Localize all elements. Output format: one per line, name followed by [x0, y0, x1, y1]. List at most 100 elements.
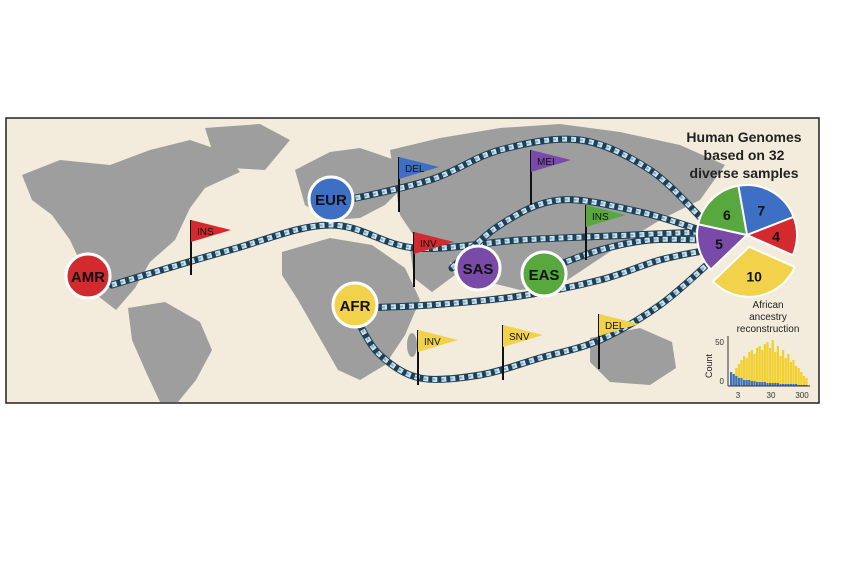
- hist-bar-blue: [792, 384, 795, 386]
- hist-bar-yellow: [782, 350, 785, 386]
- population-label: EUR: [315, 192, 347, 209]
- flag-label: SNV: [509, 332, 530, 343]
- population-label: AFR: [340, 298, 371, 315]
- north-america: [22, 140, 240, 310]
- hist-bar-blue: [769, 383, 772, 386]
- population-label: AMR: [71, 269, 105, 286]
- hist-bar-yellow: [784, 358, 787, 386]
- hist-bar-yellow: [737, 364, 740, 386]
- inset-xtick-30: 30: [767, 391, 776, 400]
- inset-ytick-50: 50: [715, 338, 724, 347]
- hist-bar-blue: [774, 383, 777, 386]
- hist-bar-blue: [787, 384, 790, 386]
- hist-bar-yellow: [779, 356, 782, 386]
- hist-bar-yellow: [756, 348, 759, 386]
- hist-bar-blue: [795, 384, 798, 386]
- hist-bar-yellow: [763, 344, 766, 386]
- hist-bar-blue: [784, 384, 787, 386]
- population-afr: AFR: [331, 281, 379, 329]
- flag-inv: INV: [413, 232, 454, 287]
- hist-bar-yellow: [789, 362, 792, 386]
- hist-bar-blue: [745, 380, 748, 386]
- title-line-3: diverse samples: [690, 165, 799, 181]
- flag-del: DEL: [398, 157, 439, 212]
- title-line-1: Human Genomes: [686, 129, 801, 145]
- flag-label: INV: [424, 337, 441, 348]
- histogram-bars: [730, 340, 808, 386]
- hist-bar-blue: [740, 378, 743, 386]
- figure-title: Human Genomes based on 32 diverse sample…: [686, 129, 801, 181]
- hist-bar-yellow: [745, 358, 748, 386]
- hist-bar-blue: [730, 372, 733, 386]
- hist-bar-blue: [766, 383, 769, 386]
- inset-xtick-300: 300: [795, 391, 809, 400]
- hist-bar-yellow: [792, 360, 795, 386]
- south-america: [128, 302, 212, 402]
- dna-strands: [108, 135, 714, 383]
- hist-bar-blue: [735, 376, 738, 386]
- hist-bar-blue: [737, 378, 740, 386]
- pie-slice-label: 4: [772, 229, 780, 245]
- hist-bar-yellow: [797, 368, 800, 386]
- population-label: SAS: [463, 261, 494, 278]
- population-sas: SAS: [454, 244, 502, 292]
- flag-label: DEL: [405, 164, 425, 175]
- hist-bar-yellow: [740, 360, 743, 386]
- pie-slice: 7: [737, 184, 795, 237]
- flag-mei: MEI: [530, 150, 571, 205]
- hist-bar-blue: [758, 382, 761, 386]
- hist-bar-blue: [771, 383, 774, 386]
- flag-label: DEL: [605, 321, 625, 332]
- pie-slice-label: 10: [746, 268, 762, 284]
- inset-xtick-3: 3: [736, 391, 741, 400]
- hist-bar-yellow: [750, 350, 753, 386]
- hist-bar-blue: [743, 380, 746, 386]
- inset-caption-2: ancestry: [749, 312, 787, 323]
- hist-bar-blue: [748, 380, 751, 386]
- hist-bar-yellow: [774, 352, 777, 386]
- hist-bar-yellow: [753, 354, 756, 386]
- hist-bar-blue: [732, 374, 735, 386]
- hist-bar-blue: [789, 384, 792, 386]
- population-eur: EUR: [307, 175, 355, 223]
- australia: [590, 328, 676, 385]
- inset-caption-3: reconstruction: [737, 324, 800, 335]
- hist-bar-yellow: [748, 352, 751, 386]
- population-eas: EAS: [520, 250, 568, 298]
- hist-bar-blue: [779, 384, 782, 386]
- hist-bar-blue: [753, 381, 756, 386]
- flag-label: INS: [197, 227, 214, 238]
- hist-bar-yellow: [761, 350, 764, 386]
- hist-bar-yellow: [800, 372, 803, 386]
- pie-slice-label: 7: [757, 203, 765, 219]
- flag-inv: INV: [417, 330, 458, 385]
- dna-strand: [354, 258, 714, 383]
- madagascar: [407, 333, 417, 357]
- flag-snv: SNV: [502, 325, 543, 380]
- flag-label: INV: [420, 239, 437, 250]
- dna-strand: [448, 196, 710, 272]
- hist-bar-blue: [761, 382, 764, 386]
- flag-label: INS: [592, 212, 609, 223]
- pie-slice-label: 6: [723, 207, 731, 223]
- pie-slice: 6: [696, 184, 749, 237]
- pie-slice: 10: [711, 245, 797, 298]
- flag-del: DEL: [598, 314, 639, 369]
- hist-bar-blue: [756, 382, 759, 386]
- hist-bar-yellow: [771, 340, 774, 386]
- arabia: [410, 248, 455, 292]
- flag-ins: INS: [190, 220, 231, 275]
- hist-bar-yellow: [787, 354, 790, 386]
- hist-bar-yellow: [776, 346, 779, 386]
- hist-bar-yellow: [766, 342, 769, 386]
- inset-ytick-0: 0: [720, 377, 725, 386]
- hist-bar-yellow: [805, 378, 808, 386]
- greenland: [205, 124, 290, 170]
- inset-caption-1: African: [752, 300, 783, 311]
- hist-bar-yellow: [769, 348, 772, 386]
- ancestry-inset: African ancestry reconstruction Count 50…: [704, 300, 810, 400]
- population-circles: AMR EUR AFR SAS EAS: [64, 175, 568, 329]
